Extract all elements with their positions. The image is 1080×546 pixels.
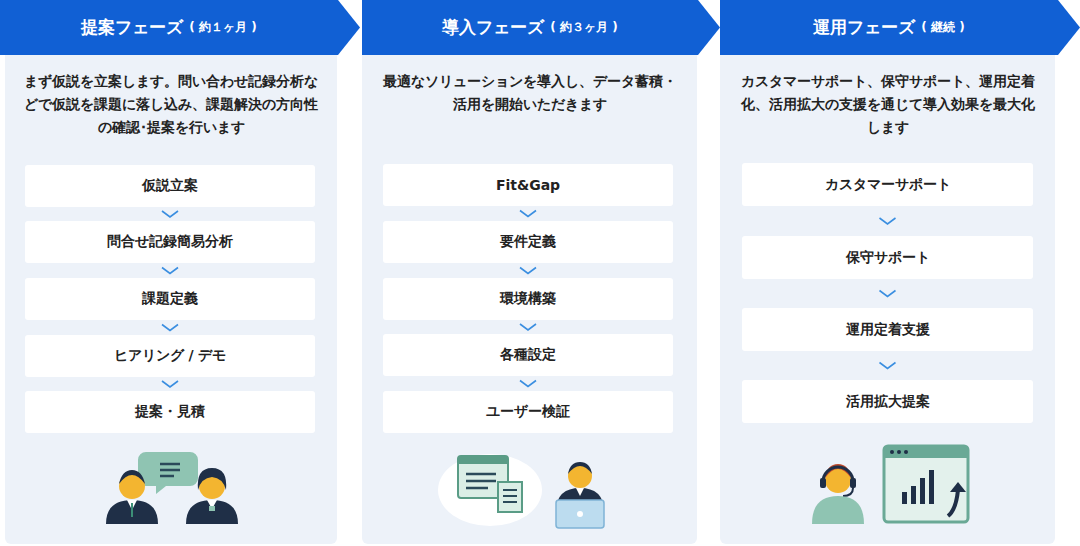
step-label: 課題定義 <box>142 290 198 308</box>
step-chevron <box>162 263 178 278</box>
step-chevron <box>520 376 536 391</box>
phase-description: カスタマーサポート、保守サポート、運用定着化、活用拡大の支援を通じて導入効果を最… <box>738 70 1038 139</box>
people-illustration <box>106 452 238 524</box>
step-chevron <box>520 320 536 334</box>
phase-panel: 最適なソリューションを導入し、データ蓄積・活用を開始いただきます 導入フェーズ ( … <box>362 0 697 544</box>
phase-panel: カスタマーサポート、保守サポート、運用定着化、活用拡大の支援を通じて導入効果を最… <box>720 0 1055 544</box>
step-box: ヒアリング / デモ <box>25 335 315 377</box>
step-chevron <box>880 351 896 380</box>
step-box: 各種設定 <box>383 334 673 376</box>
step-box: 活用拡大提案 <box>742 380 1033 423</box>
step-box: 課題定義 <box>25 278 315 320</box>
step-label: 要件定義 <box>500 233 556 251</box>
phase-header: 導入フェーズ ( 約３ヶ月 ) <box>362 0 720 55</box>
step-box: 仮説立案 <box>25 165 315 207</box>
operation-illustration <box>812 446 968 524</box>
phase-panel: まず仮説を立案します。問い合わせ記録分析などで仮説を課題に落し込み、課題解決の方… <box>5 0 337 544</box>
phase-header: 提案フェーズ ( 約１ヶ月 ) <box>0 0 360 55</box>
step-label: 環境構築 <box>500 290 556 308</box>
phase-duration: ( 約３ヶ月 ) <box>550 19 617 36</box>
panel-bg <box>362 40 697 544</box>
phase-description: まず仮説を立案します。問い合わせ記録分析などで仮説を課題に落し込み、課題解決の方… <box>21 70 321 139</box>
phase-title: 導入フェーズ <box>442 16 544 39</box>
panel-bg <box>720 40 1055 544</box>
step-label: 問合せ記録簡易分析 <box>107 233 233 251</box>
step-label: 活用拡大提案 <box>846 393 930 411</box>
step-label: ヒアリング / デモ <box>114 347 227 365</box>
step-chevron <box>520 263 536 278</box>
step-box: 問合せ記録簡易分析 <box>25 221 315 263</box>
step-box: 保守サポート <box>742 236 1033 279</box>
phase-description: 最適なソリューションを導入し、データ蓄積・活用を開始いただきます <box>380 70 680 116</box>
step-label: 各種設定 <box>500 346 556 364</box>
step-box: 要件定義 <box>383 221 673 263</box>
step-label: 保守サポート <box>846 249 930 267</box>
phase-header: 運用フェーズ ( 継続 ) <box>720 0 1080 55</box>
panel-bg <box>5 40 337 544</box>
step-label: カスタマーサポート <box>825 176 951 194</box>
step-box: ユーザー検証 <box>383 391 673 433</box>
step-chevron <box>880 279 896 308</box>
step-box: 提案・見積 <box>25 391 315 433</box>
step-box: Fit&Gap <box>383 164 673 206</box>
step-chevron <box>880 206 896 236</box>
step-box: 環境構築 <box>383 278 673 320</box>
step-chevron <box>162 377 178 391</box>
phase-duration: ( 約１ヶ月 ) <box>189 19 256 36</box>
step-label: Fit&Gap <box>496 177 560 193</box>
step-label: ユーザー検証 <box>486 403 570 421</box>
implementation-illustration <box>438 454 604 528</box>
step-label: 仮説立案 <box>142 177 198 195</box>
step-label: 提案・見積 <box>135 403 205 421</box>
step-box: カスタマーサポート <box>742 163 1033 206</box>
step-label: 運用定着支援 <box>846 321 930 339</box>
step-chevron <box>520 206 536 221</box>
phase-title: 提案フェーズ <box>81 16 183 39</box>
step-chevron <box>162 320 178 335</box>
step-box: 運用定着支援 <box>742 308 1033 351</box>
step-chevron <box>162 207 178 221</box>
phase-duration: ( 継続 ) <box>921 19 964 36</box>
phase-title: 運用フェーズ <box>813 16 915 39</box>
